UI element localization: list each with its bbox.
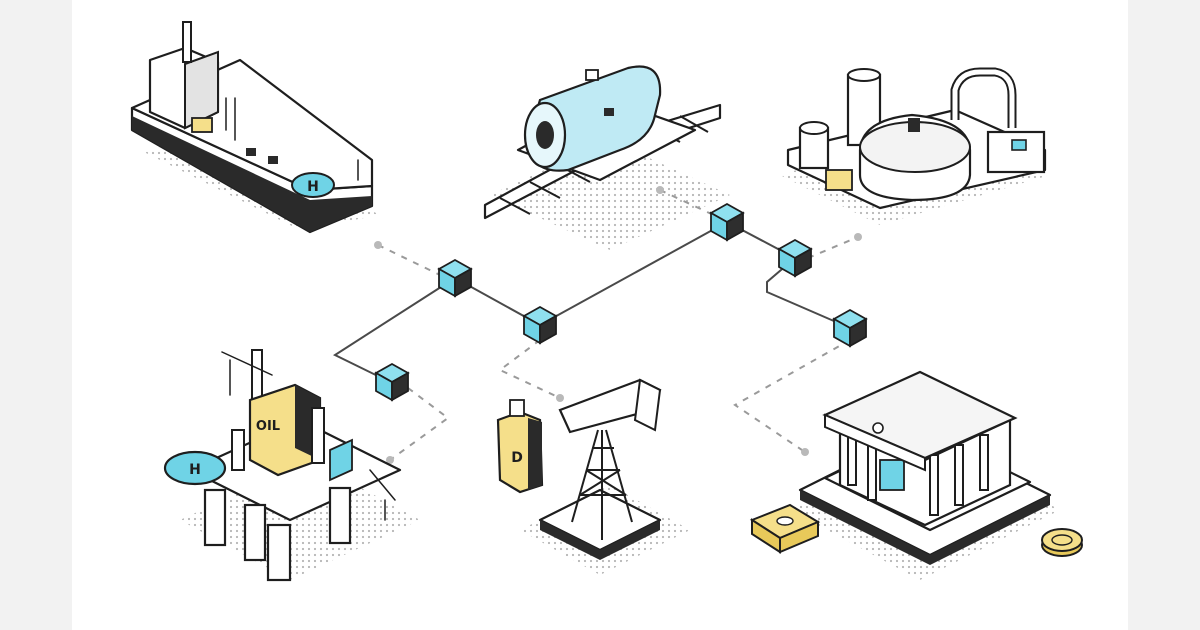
refinery-icon: [786, 67, 1047, 210]
cargo-ship-icon: H: [130, 21, 374, 234]
bank-icon: [798, 370, 1052, 565]
coin-icon: [1041, 528, 1083, 557]
network-lines: [332, 221, 851, 383]
pumpjack-tank-label: D: [511, 450, 523, 466]
pumpjack-icon: D: [496, 378, 662, 560]
rig-tank-label: OIL: [256, 419, 280, 434]
blockchain-supply-chain-illustration: H: [130, 21, 1083, 582]
rig-helipad-label: H: [189, 462, 201, 478]
rail-tank-car-icon: [483, 65, 722, 220]
oil-rig-icon: OIL H: [163, 349, 402, 582]
blockchain-cube-icon: [374, 202, 868, 402]
illustration-canvas: H: [72, 0, 1128, 630]
ship-helipad-label: H: [307, 179, 319, 195]
dashed-connectors: [374, 186, 862, 464]
cash-stack-icon: [749, 503, 821, 554]
